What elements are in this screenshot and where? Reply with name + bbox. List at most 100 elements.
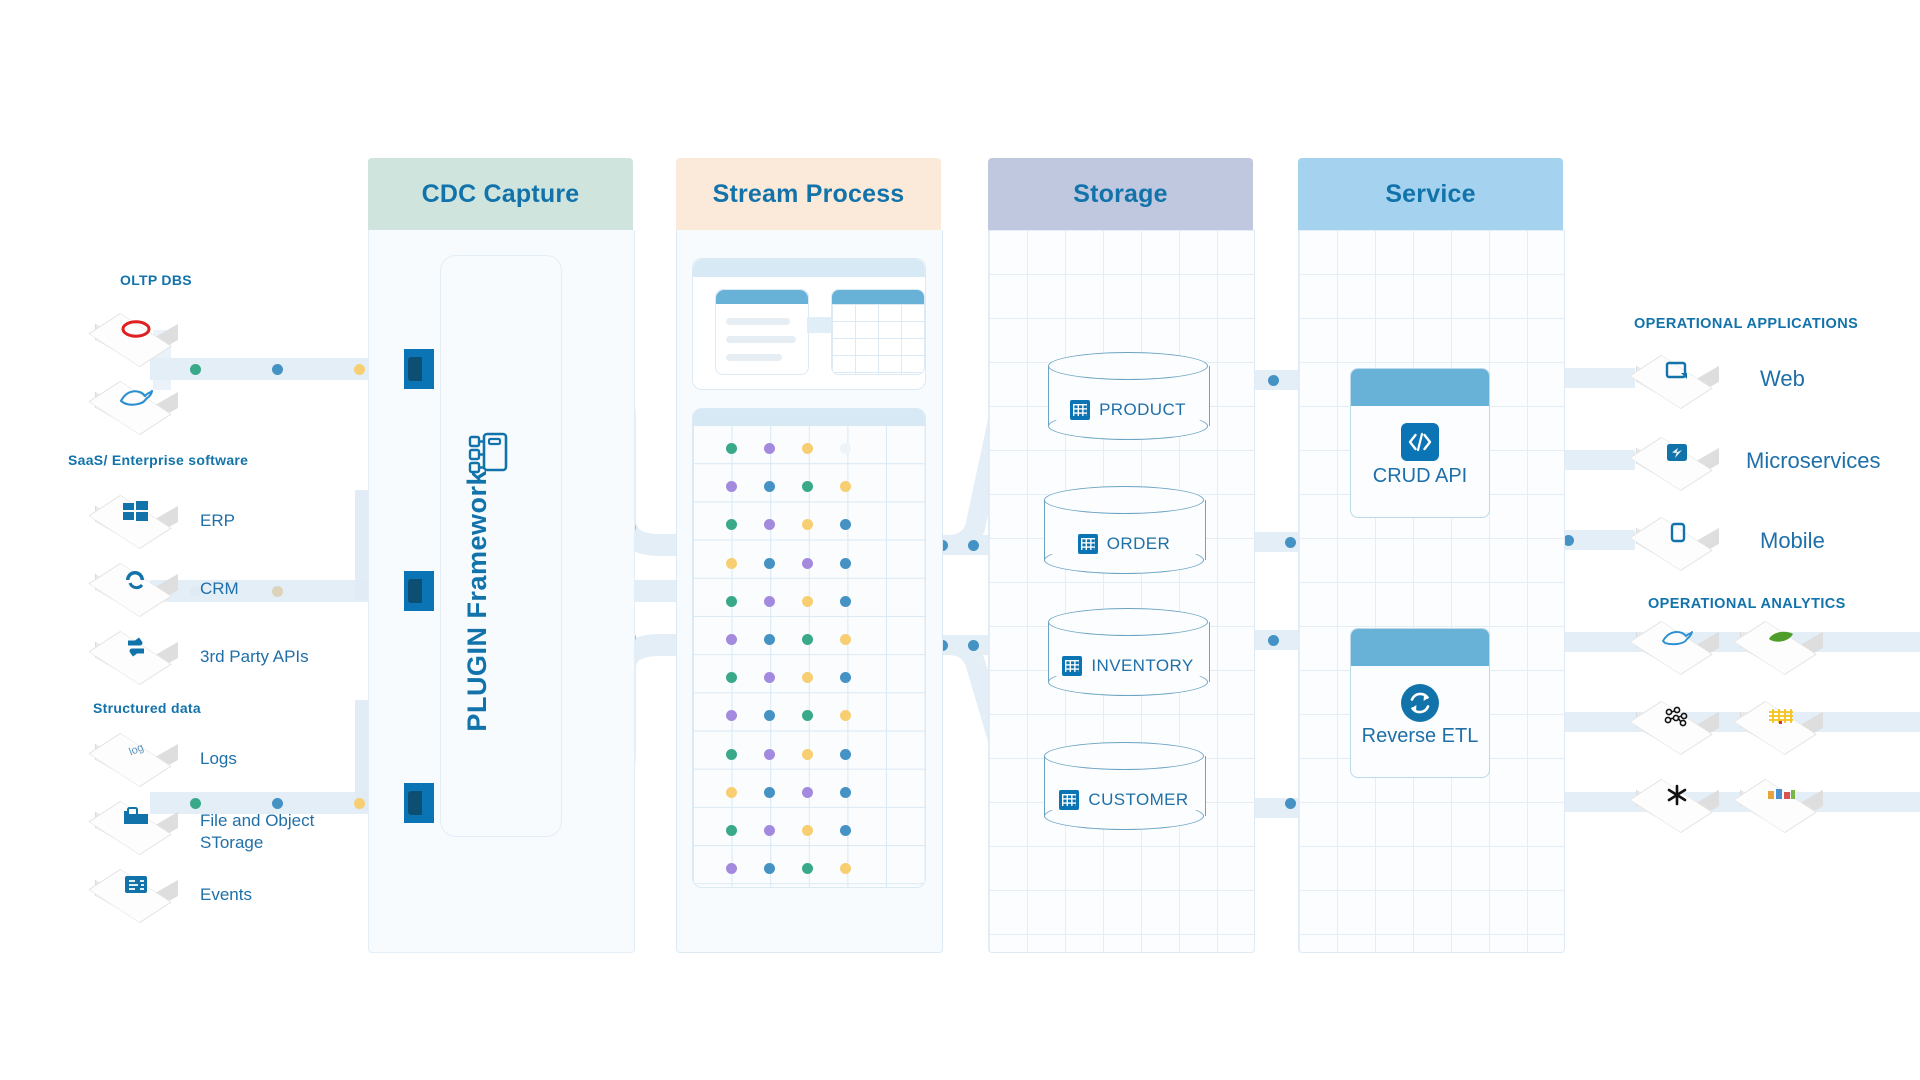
- source-node-logs[interactable]: log: [88, 730, 179, 788]
- source-node-oracle[interactable]: [88, 310, 179, 368]
- source-group-title-structured: Structured data: [93, 700, 201, 716]
- cylinder-top: [1044, 486, 1204, 514]
- snowflake-icon: [1634, 778, 1720, 812]
- flow-dot: [1285, 798, 1296, 809]
- crm-icon: [93, 562, 179, 596]
- matrix-dot: [840, 786, 851, 798]
- matrix-dot: [802, 481, 813, 493]
- matrix-dot: [840, 710, 851, 722]
- matrix-dot: [840, 748, 851, 760]
- service-card-crud-api[interactable]: CRUD API: [1350, 368, 1490, 518]
- source-document-icon: [715, 289, 809, 375]
- folder-storage-icon: [93, 800, 179, 834]
- storage-label-row: CUSTOMER: [1044, 790, 1204, 810]
- source-node-file-object-storage[interactable]: [88, 798, 179, 856]
- consumer-label-mobile: Mobile: [1760, 528, 1825, 553]
- cylinder-bottom: [1044, 546, 1204, 574]
- mobile-phone-icon: [1634, 516, 1720, 550]
- matrix-dot: [764, 710, 775, 722]
- storage-table-customer[interactable]: CUSTOMER: [1044, 742, 1206, 830]
- source-node-crm[interactable]: [88, 560, 179, 618]
- flow-dot: [354, 364, 365, 375]
- green-leaf-icon: [1738, 620, 1824, 654]
- source-label-crm: CRM: [200, 579, 239, 598]
- log-icon: log: [93, 732, 179, 766]
- storage-label-row: PRODUCT: [1048, 400, 1208, 420]
- storage-table-inventory[interactable]: INVENTORY: [1048, 608, 1210, 696]
- doc-line: [726, 318, 790, 325]
- storage-label-row: INVENTORY: [1048, 656, 1208, 676]
- card-header: [1351, 369, 1489, 406]
- flow-dot: [1268, 635, 1279, 646]
- analytics-node-yellow-grid[interactable]: [1733, 698, 1824, 756]
- cdc-connector-1[interactable]: [404, 349, 434, 389]
- doc-line: [726, 336, 796, 343]
- consumer-node-mobile[interactable]: [1629, 514, 1720, 572]
- consumer-group-title-operational-applications: OPERATIONAL APPLICATIONS: [1634, 316, 1859, 332]
- svg-text:log: log: [127, 742, 145, 759]
- mysql-dolphin-icon: [93, 380, 179, 414]
- flow-dot: [1268, 375, 1279, 386]
- source-node-3rd-party-apis[interactable]: [88, 628, 179, 686]
- cylinder-top: [1044, 742, 1204, 770]
- source-node-mysql[interactable]: [88, 378, 179, 436]
- source-node-erp[interactable]: [88, 492, 179, 550]
- column-body-service: [1298, 230, 1565, 953]
- matrix-dot: [802, 519, 813, 531]
- flow-dot: [1563, 535, 1574, 546]
- storage-table-product[interactable]: PRODUCT: [1048, 352, 1210, 440]
- matrix-dot: [802, 748, 813, 760]
- analytics-node-green-leaf[interactable]: [1733, 618, 1824, 676]
- analytics-node-colored-chart[interactable]: [1733, 776, 1824, 834]
- source-label-events: Events: [200, 885, 252, 904]
- matrix-dot: [764, 519, 775, 531]
- analytics-node-graph-nodes[interactable]: [1629, 698, 1720, 756]
- storage-table-order[interactable]: ORDER: [1044, 486, 1206, 574]
- events-list-icon: [93, 868, 179, 902]
- matrix-header-bar: [693, 409, 925, 425]
- service-card-name: CRUD API: [1372, 465, 1468, 487]
- matrix-dot: [764, 825, 775, 836]
- cylinder-top: [1048, 608, 1208, 636]
- doc-header: [716, 290, 808, 304]
- stream-transform-card: [692, 258, 926, 390]
- source-node-events[interactable]: [88, 866, 179, 924]
- plugin-chip-icon: [468, 430, 510, 481]
- matrix-dot: [802, 443, 813, 454]
- matrix-dot: [726, 557, 737, 569]
- flow-dot: [190, 586, 201, 597]
- cdc-connector-2[interactable]: [404, 571, 434, 611]
- source-group-title-oltp: OLTP DBS: [120, 272, 192, 288]
- source-label-3rd-party-apis: 3rd Party APIs: [200, 647, 309, 666]
- matrix-dot: [840, 481, 851, 493]
- service-card-name: Reverse ETL: [1361, 725, 1479, 747]
- card-header-bar: [693, 259, 925, 277]
- yellow-grid-icon: [1738, 700, 1824, 734]
- column-title-service: Service: [1298, 158, 1563, 230]
- matrix-dot: [840, 634, 851, 645]
- matrix-dot: [726, 443, 737, 454]
- consumer-node-microservices[interactable]: [1629, 434, 1720, 492]
- cdc-connector-3[interactable]: [404, 783, 434, 823]
- consumer-label-web: Web: [1760, 366, 1805, 391]
- transform-connector: [807, 317, 833, 333]
- source-label-logs: Logs: [200, 749, 237, 768]
- matrix-dot: [802, 786, 813, 798]
- matrix-dot: [726, 786, 737, 798]
- matrix-dot: [840, 863, 851, 875]
- consumer-node-web[interactable]: [1629, 352, 1720, 410]
- matrix-dot: [764, 672, 775, 684]
- flow-dot: [190, 364, 201, 375]
- service-card-reverse-etl[interactable]: Reverse ETL: [1350, 628, 1490, 778]
- matrix-dot: [726, 481, 737, 493]
- analytics-node-dolphin[interactable]: [1629, 618, 1720, 676]
- analytics-node-snowflake[interactable]: [1629, 776, 1720, 834]
- matrix-dot: [840, 825, 851, 836]
- flow-dot: [968, 640, 979, 651]
- matrix-dot: [764, 863, 775, 875]
- storage-table-name: INVENTORY: [1091, 656, 1194, 675]
- flow-dot: [272, 364, 283, 375]
- matrix-dot: [802, 672, 813, 684]
- matrix-dot: [802, 863, 813, 875]
- erp-windows-icon: [93, 494, 179, 528]
